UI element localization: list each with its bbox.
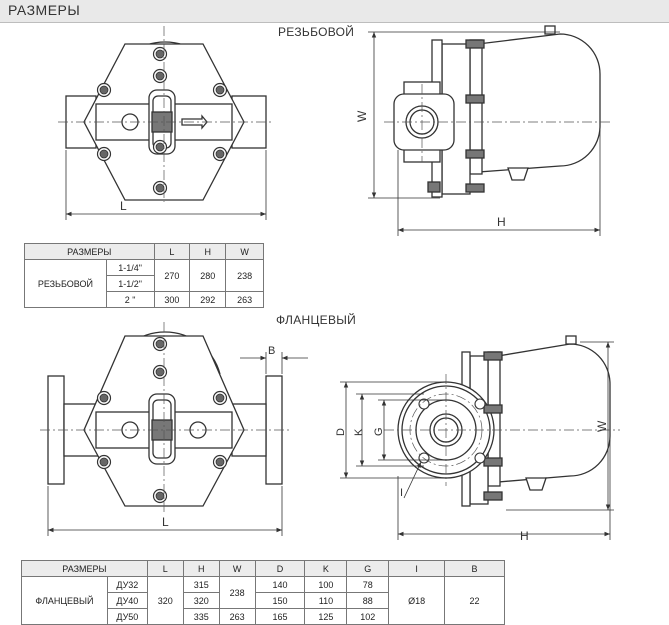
flanged-dim-D [340,381,446,479]
section-header-title: РАЗМЕРЫ [8,2,81,18]
table-cell: 315 [182,576,220,593]
threaded-front-view [65,41,267,201]
table-cell-size: 1-1/4" [105,259,155,276]
table-cell: 88 [346,592,390,609]
table-group-label: ФЛАНЦЕВЫЙ [21,576,108,625]
table-cell: 335 [182,608,220,625]
table-cell: 102 [346,608,390,625]
table-cell: 238 [218,576,256,609]
table-header-cell: W [218,560,256,577]
table-header-cell: РАЗМЕРЫ [24,243,155,260]
threaded-dim-W-label: W [355,110,369,122]
table-cell-size: 1-1/2" [105,275,155,292]
table-cell: 263 [218,608,256,625]
table-cell: 78 [346,576,390,593]
threaded-dim-L-label: L [120,199,127,213]
flanged-dim-D-label: D [335,428,347,436]
threaded-dim-W [368,31,560,199]
threaded-title: РЕЗЬБОВОЙ [278,25,355,39]
threaded-centerlines [58,26,272,202]
table-cell: Ø18 [388,576,446,625]
flanged-dim-H-label: H [520,529,529,543]
table-header-cell: I [388,560,446,577]
table-header-cell: K [304,560,348,577]
table-header-cell: G [346,560,390,577]
flanged-dim-W-label: W [595,420,609,432]
flanged-side-view [397,335,611,507]
flanged-centerlines [40,322,290,512]
table-group-label: РЕЗЬБОВОЙ [24,259,107,308]
table-header-cell: D [254,560,306,577]
threaded-dimensions-table: РАЗМЕРЫ L H W РЕЗЬБОВОЙ 1-1/4" 270 280 2… [24,243,264,308]
flanged-dim-G-label: G [373,427,385,436]
table-cell: 320 [146,576,184,625]
table-cell: 150 [254,592,306,609]
table-header-cell: L [153,243,191,260]
flanged-dim-G [378,399,446,461]
flanged-side-bolt-holes [418,398,486,464]
threaded-side-view [393,25,601,198]
flanged-dim-H [397,440,611,540]
table-cell: 300 [153,291,191,308]
table-header-row: РАЗМЕРЫ L H W D K G I B [21,560,505,577]
table-cell: 320 [182,592,220,609]
flanged-side-centerlines [384,374,620,486]
threaded-dim-H [397,130,601,236]
table-cell: 270 [153,259,191,292]
section-header: РАЗМЕРЫ [0,0,669,23]
table-cell: 165 [254,608,306,625]
table-header-cell: H [189,243,227,260]
table-cell: 238 [225,259,264,292]
table-header-cell: B [444,560,505,577]
table-cell: 100 [304,576,348,593]
flanged-dim-K [356,393,424,467]
flanged-dim-I-label: I [400,487,403,499]
table-cell: 125 [304,608,348,625]
flanged-dim-L [47,486,283,536]
table-cell: 263 [225,291,264,308]
flanged-dim-B [240,352,308,374]
flanged-dim-B-label: B [268,345,275,357]
table-cell: 280 [189,259,227,292]
table-cell-size: ДУ50 [106,608,148,625]
table-header-cell: H [182,560,220,577]
flanged-dim-W [506,341,614,511]
table-header-cell: W [225,243,264,260]
threaded-side-centerlines [384,84,610,162]
table-cell-size: ДУ32 [106,576,148,593]
table-cell: 140 [254,576,306,593]
threaded-dim-L [65,150,267,220]
flanged-dim-I [403,461,422,499]
table-cell-size: ДУ40 [106,592,148,609]
table-cell: 22 [444,576,505,625]
threaded-dim-H-label: H [497,215,506,229]
table-row: РЕЗЬБОВОЙ 1-1/4" 270 280 238 [24,259,264,308]
flanged-dim-K-label: K [353,428,365,436]
table-row: ДУ50 335 263 165 125 102 [22,608,505,625]
table-cell: 292 [189,291,227,308]
table-header-cell: РАЗМЕРЫ [21,560,148,577]
table-row: 2 " 300 292 263 [25,291,264,308]
table-cell-size: 2 " [105,291,155,308]
flanged-title: ФЛАНЦЕВЫЙ [276,313,357,327]
table-header-row: РАЗМЕРЫ L H W [24,243,264,260]
table-header-cell: L [146,560,184,577]
table-cell: 110 [304,592,348,609]
flanged-dimensions-table: РАЗМЕРЫ L H W D K G I B ФЛАНЦЕВЫЙ ДУ32 3… [21,560,505,625]
table-row: ФЛАНЦЕВЫЙ ДУ32 320 315 238 140 100 78 Ø1… [21,576,505,625]
flanged-dim-L-label: L [162,515,169,529]
